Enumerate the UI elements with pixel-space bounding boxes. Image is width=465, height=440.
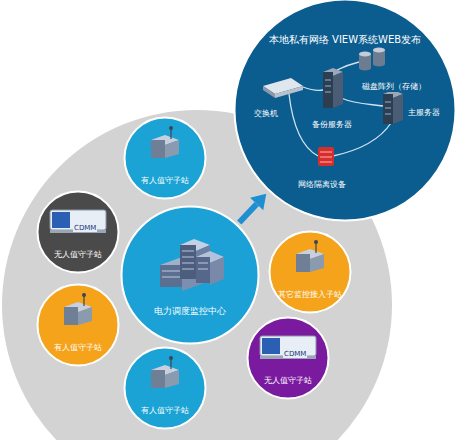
station-icon (123, 116, 207, 200)
label-anchor: CDMM (283, 341, 307, 360)
label-anchor: 交换机 (253, 101, 279, 120)
station-icon (123, 346, 207, 430)
station-icon (36, 283, 120, 367)
circle-outline (125, 348, 206, 429)
node-text: 电力调度监控中心 (154, 306, 226, 317)
device-label: 网络隔离设备 (297, 180, 347, 190)
device-label: 备份服务器 (311, 120, 353, 130)
node-text: 有人值守子站 (54, 343, 102, 353)
circle-outline (38, 285, 119, 366)
building-icon (120, 205, 260, 345)
circle-outline (38, 192, 119, 273)
station-icon (268, 230, 352, 314)
server-icon (323, 68, 343, 108)
label-anchor: CDMM (73, 215, 97, 234)
label-anchor: 磁盘阵列（存储） (361, 74, 427, 93)
station-circle: 有人值守子站 (123, 346, 207, 430)
station-circle: 其它监控接入子站 (268, 230, 352, 314)
device-model-label: CDMM (283, 350, 307, 358)
circle-outline (248, 318, 329, 399)
node-text: 有人值守子站 (141, 176, 189, 186)
disk-icon (359, 48, 385, 71)
center-circle: 电力调度监控中心 (120, 205, 260, 345)
station-circle: 无人值守子站 CDMM (246, 316, 330, 400)
arrow-head (250, 194, 266, 210)
circle-outline (122, 207, 259, 344)
region-circle (2, 110, 392, 440)
station-circle: 有人值守子站 (123, 116, 207, 200)
connector-arrow (239, 194, 266, 223)
node-text: 本地私有网络 VIEW系统WEB发布 (269, 34, 421, 47)
circle-outline (235, 0, 456, 221)
device-label: 交换机 (253, 109, 279, 119)
node-text: 无人值守子站 (54, 250, 102, 260)
switch-icon (263, 78, 303, 98)
station-circle: 有人值守子站 (36, 283, 120, 367)
network-circle: 本地私有网络 VIEW系统WEB发布交换机备份服务器 磁盘阵列（存储） 主服务器网络… (233, 0, 457, 222)
server-icon (383, 90, 403, 124)
device-label: 磁盘阵列（存储） (361, 82, 427, 92)
label-anchor: 主服务器 (407, 100, 441, 119)
station-circle: 无人值守子站 CDMM (36, 190, 120, 274)
device-label: 主服务器 (407, 108, 441, 118)
label-anchor: 网络隔离设备 (297, 172, 347, 191)
node-text: 无人值守子站 (264, 376, 312, 386)
label-anchor: 备份服务器 (311, 112, 353, 131)
circle-outline (270, 232, 351, 313)
device-model-label: CDMM (73, 224, 97, 232)
connector-line (239, 204, 256, 223)
firewall-icon (318, 147, 334, 166)
node-text: 有人值守子站 (141, 406, 189, 416)
node-text: 其它监控接入子站 (278, 290, 342, 300)
circle-outline (125, 118, 206, 199)
